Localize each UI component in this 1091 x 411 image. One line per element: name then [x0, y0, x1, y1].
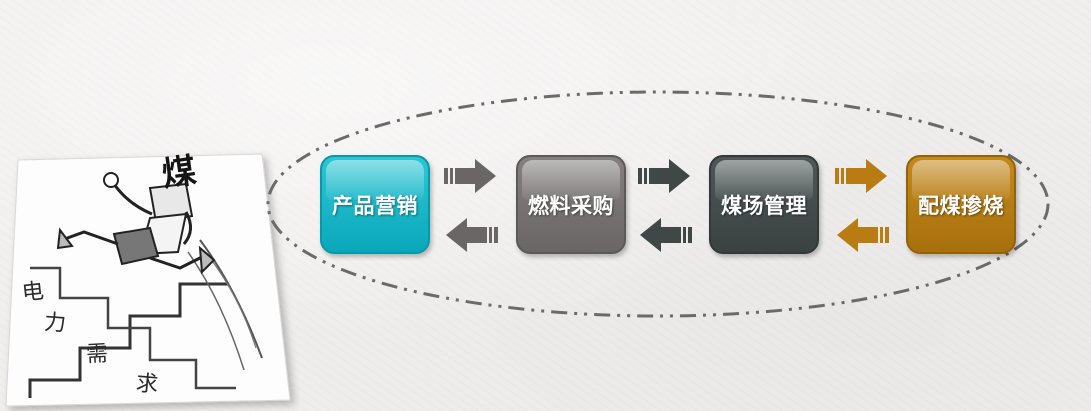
stair-word: 力: [43, 310, 67, 337]
right-arrow-icon: [835, 159, 887, 193]
coal-label: 煤: [159, 150, 199, 196]
coal-demand-illustration: 煤 电 力 需 求: [0, 148, 300, 411]
left-arrow-icon: [446, 218, 498, 252]
step-product-marketing[interactable]: 产品营销: [320, 155, 430, 254]
right-arrow-icon: [444, 159, 496, 193]
step-label: 配煤掺烧: [918, 193, 1004, 218]
step-label: 产品营销: [332, 193, 418, 218]
left-arrow-icon: [640, 218, 692, 252]
step-label: 燃料采购: [528, 193, 614, 218]
step-label: 煤场管理: [721, 193, 807, 218]
stair-word: 需: [85, 341, 109, 368]
step-coal-yard-management[interactable]: 煤场管理: [709, 155, 819, 254]
left-arrow-icon: [837, 218, 889, 252]
process-ellipse: [266, 90, 1050, 318]
right-arrow-icon: [638, 159, 690, 193]
stair-word: 求: [134, 371, 160, 398]
stair-word: 电: [20, 278, 46, 307]
step-fuel-procurement[interactable]: 燃料采购: [516, 155, 626, 254]
stairs-runner-drawing: [5, 153, 291, 407]
step-coal-blending[interactable]: 配煤掺烧: [906, 155, 1016, 254]
